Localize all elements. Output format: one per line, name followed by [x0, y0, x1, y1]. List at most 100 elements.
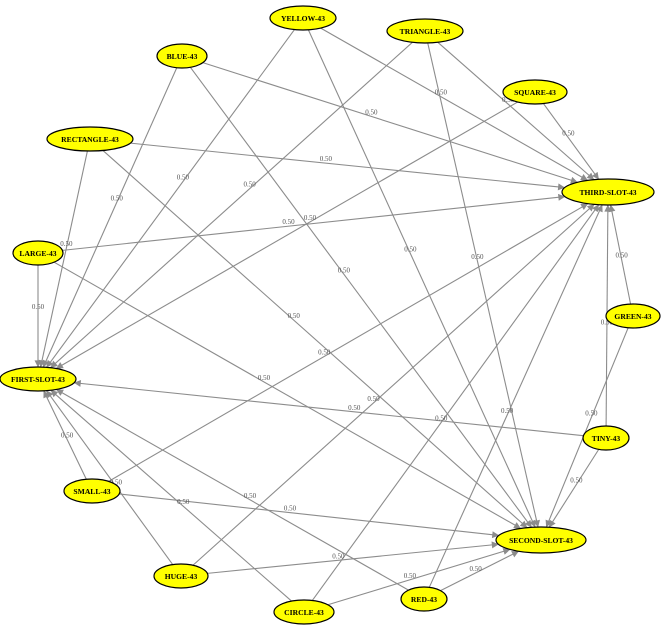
node-large[interactable]: LARGE-43 [12, 240, 64, 266]
node-red[interactable]: RED-43 [400, 586, 448, 612]
edge-labels-layer: 0.50 0.50 0.50 0.50 0.50 0.50 0.50 0.50 0.50 0.50… [32, 89, 628, 580]
edge-weight-label: 0.50 [562, 130, 575, 138]
edge-rectangle-to-third [130, 142, 566, 191]
node-label: TRIANGLE-43 [400, 27, 451, 36]
edge-weight-label: 0.50 [258, 374, 271, 382]
edge-weight-label: 0.50 [435, 414, 448, 422]
edge-weight-label: 0.50 [32, 303, 45, 311]
edge-circle-to-first [50, 389, 292, 602]
node-ellipse [582, 425, 630, 451]
node-yellow[interactable]: YELLOW-43 [269, 5, 337, 31]
node-ellipse [156, 43, 208, 69]
edge-green-to-second [545, 327, 629, 528]
edge-small-to-second [119, 493, 500, 539]
edge-rectangle-to-first [38, 150, 88, 368]
edge-weight-label: 0.50 [320, 155, 333, 163]
edge-triangle-to-first [50, 41, 413, 369]
node-label: SMALL-43 [73, 487, 110, 496]
edge-small-to-third [108, 203, 589, 482]
edge-weight-label: 0.50 [288, 312, 301, 320]
node-square[interactable]: SQUARE-43 [502, 79, 568, 105]
edge-rectangle-to-second [102, 150, 528, 529]
node-first[interactable]: FIRST-SLOT-43 [0, 366, 77, 392]
edge-weight-label: 0.50 [435, 89, 448, 97]
edge-weight-label: 0.50 [304, 214, 317, 222]
edge-blue-to-first [42, 67, 178, 368]
edge-tiny-to-first [73, 379, 584, 437]
edge-weight-label: 0.50 [570, 476, 583, 484]
node-label: THIRD-SLOT-43 [579, 188, 636, 197]
edge-blue-to-third [202, 62, 578, 184]
edge-weight-label: 0.50 [615, 251, 628, 259]
nodes-layer: YELLOW-43TRIANGLE-43BLUE-43SQUARE-43RECT… [0, 5, 661, 625]
node-ellipse [269, 5, 337, 31]
node-ellipse [153, 563, 209, 589]
node-label: TINY-43 [592, 434, 621, 443]
node-ellipse [273, 599, 335, 625]
edge-triangle-to-third [437, 41, 595, 181]
edge-red-to-second [440, 550, 519, 592]
node-huge[interactable]: HUGE-43 [153, 563, 209, 589]
node-label: SQUARE-43 [514, 88, 556, 97]
node-tiny[interactable]: TINY-43 [582, 425, 630, 451]
node-label: FIRST-SLOT-43 [11, 375, 65, 384]
edge-square-to-first [55, 101, 518, 369]
node-ellipse [12, 240, 64, 266]
node-circle[interactable]: CIRCLE-43 [273, 599, 335, 625]
node-green[interactable]: GREEN-43 [605, 303, 661, 329]
edge-yellow-to-third [320, 27, 588, 181]
edge-weight-label: 0.50 [318, 348, 331, 356]
edge-weight-label: 0.50 [585, 409, 598, 417]
edge-circle-to-second [327, 548, 511, 606]
node-small[interactable]: SMALL-43 [63, 478, 121, 504]
node-ellipse [63, 478, 121, 504]
node-ellipse [400, 586, 448, 612]
edge-weight-label: 0.50 [367, 395, 380, 403]
edge-weight-label: 0.50 [365, 108, 378, 116]
edge-huge-to-first [46, 390, 174, 565]
node-ellipse [561, 178, 655, 206]
edge-small-to-first [43, 390, 87, 480]
edge-circle-to-third [311, 204, 600, 601]
node-label: BLUE-43 [167, 52, 198, 61]
node-label: YELLOW-43 [281, 14, 325, 23]
edge-red-to-first [56, 389, 409, 591]
node-label: GREEN-43 [614, 312, 651, 321]
edge-green-to-third [608, 204, 632, 305]
edge-weight-label: 0.50 [284, 505, 297, 513]
edge-weight-label: 0.50 [471, 253, 484, 261]
edge-weight-label: 0.50 [332, 552, 345, 560]
edge-weight-label: 0.50 [60, 240, 73, 248]
node-triangle[interactable]: TRIANGLE-43 [386, 18, 464, 44]
node-label: SECOND-SLOT-43 [509, 536, 573, 545]
edge-weight-label: 0.50 [404, 572, 417, 580]
edge-weight-label: 0.50 [177, 498, 190, 506]
node-blue[interactable]: BLUE-43 [156, 43, 208, 69]
edge-tiny-to-second [548, 449, 600, 528]
node-ellipse [502, 79, 568, 105]
edge-weight-label: 0.50 [177, 174, 190, 182]
edge-weight-label: 0.50 [501, 407, 514, 415]
node-ellipse [386, 18, 464, 44]
edges-layer [34, 27, 632, 606]
node-label: LARGE-43 [19, 249, 56, 258]
node-ellipse [46, 126, 134, 152]
node-label: RED-43 [411, 595, 437, 604]
edge-weight-label: 0.50 [470, 565, 483, 573]
node-ellipse [0, 366, 77, 392]
node-ellipse [605, 303, 661, 329]
node-ellipse [495, 526, 587, 554]
edge-weight-label: 0.50 [348, 404, 361, 412]
edge-large-to-second [53, 261, 521, 529]
node-second[interactable]: SECOND-SLOT-43 [495, 526, 587, 554]
edge-weight-label: 0.50 [404, 246, 417, 254]
edge-square-to-third [543, 103, 600, 180]
node-rectangle[interactable]: RECTANGLE-43 [46, 126, 134, 152]
node-third[interactable]: THIRD-SLOT-43 [561, 178, 655, 206]
edge-weight-label: 0.50 [502, 96, 515, 104]
edge-yellow-to-second [307, 29, 536, 528]
edge-red-to-third [428, 204, 603, 588]
edge-triangle-to-second [427, 42, 540, 528]
